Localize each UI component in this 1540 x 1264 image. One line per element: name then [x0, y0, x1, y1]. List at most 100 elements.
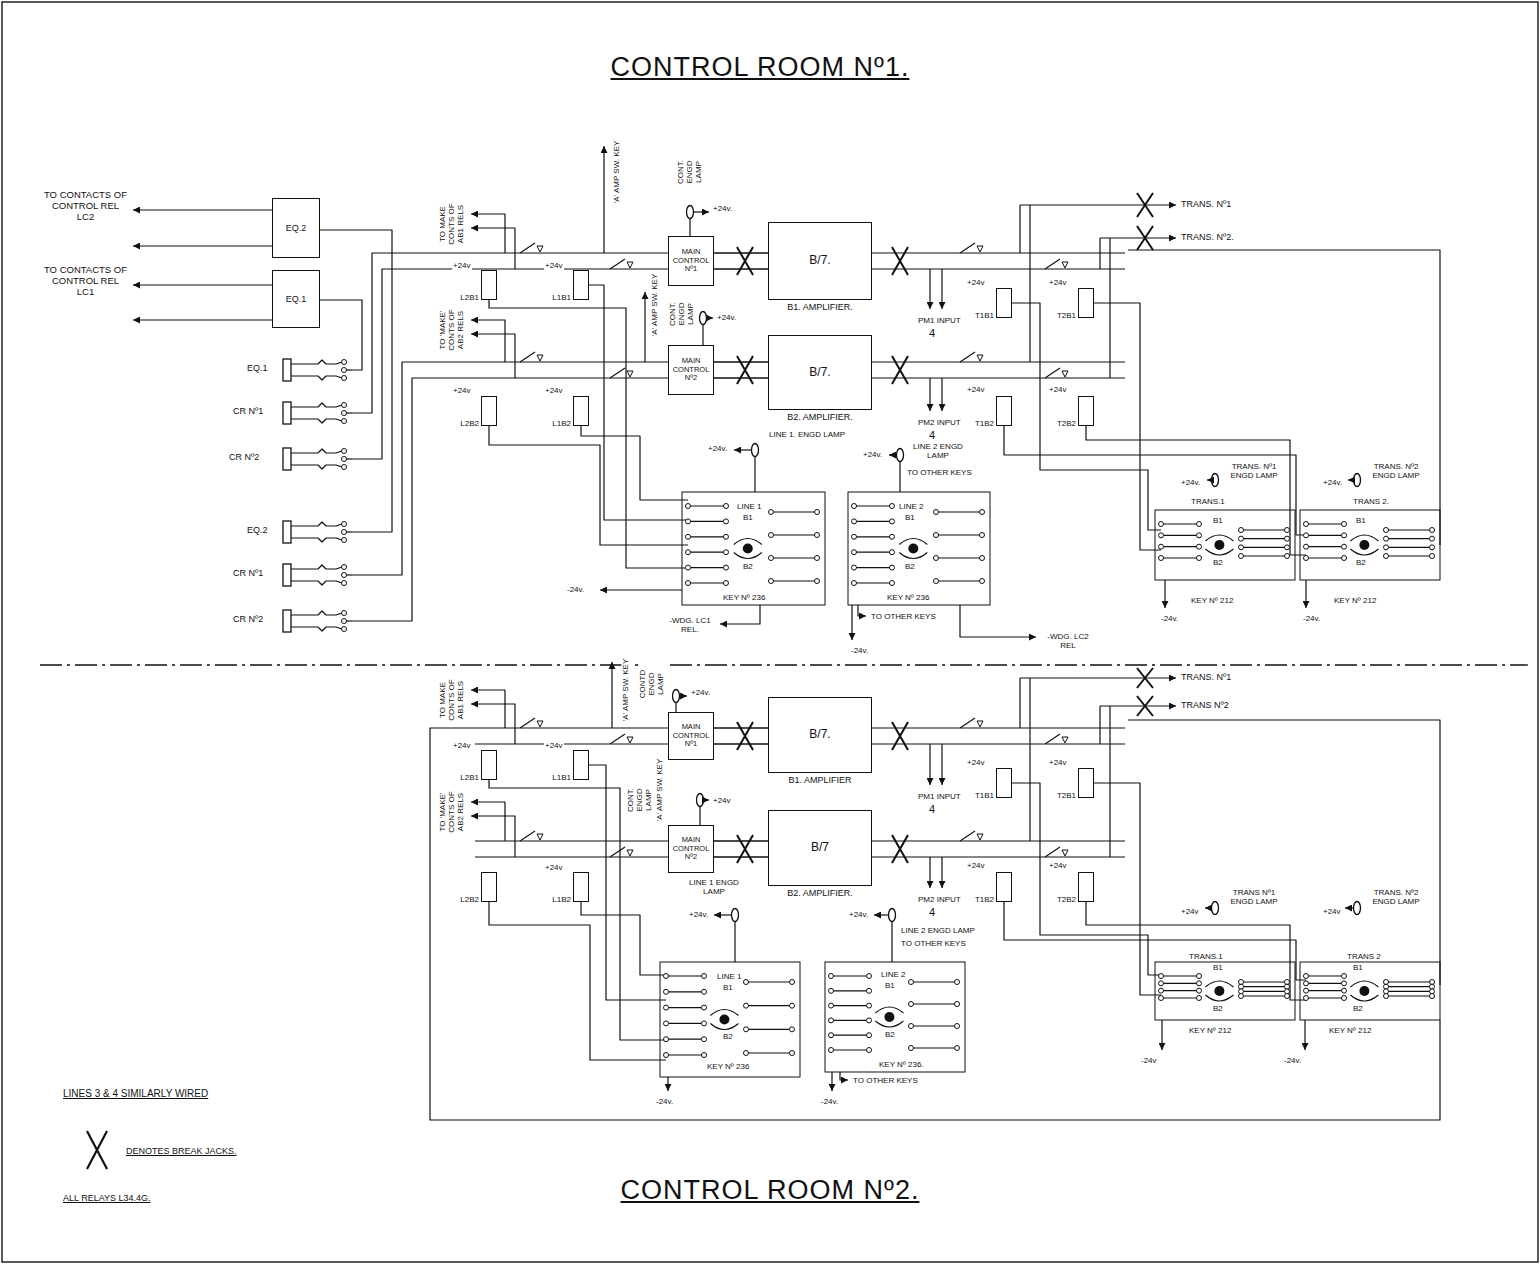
key-contact: [890, 534, 895, 539]
key-contact: [1197, 544, 1202, 549]
key-spring: [854, 521, 892, 522]
key-contact: [815, 533, 820, 538]
wire-label: LINE 1: [736, 502, 762, 511]
key-spring: [746, 1052, 792, 1053]
relay-coil: L2B2: [481, 872, 497, 902]
wire: [872, 856, 1125, 857]
wire: [352, 253, 475, 413]
wire: [352, 362, 475, 575]
jack-spring: [291, 403, 342, 407]
key-contact: [1304, 556, 1309, 561]
wire-label: 'A' AMP SW. KEY: [621, 658, 630, 722]
wire-label: LINE 2 ENGD LAMP: [912, 442, 964, 460]
key-contact: [664, 1037, 669, 1042]
key-contact: [890, 504, 895, 509]
jack-sleeve: [283, 359, 291, 381]
wire-label: TRANS 2.: [1352, 497, 1390, 506]
key-spring: [771, 511, 817, 512]
control-box: MAIN CONTROL Nº1: [668, 712, 714, 760]
key-spring: [911, 981, 957, 982]
key-spring: [1161, 990, 1199, 991]
wire: [1029, 678, 1030, 841]
break-jack-symbol: [87, 1131, 107, 1169]
key-contact: [1342, 988, 1347, 993]
control-box: MAIN CONTROL Nº2: [668, 345, 714, 395]
lamp-feed: [1348, 479, 1353, 480]
key-contact: [1285, 994, 1290, 999]
key-contact: [702, 1005, 707, 1010]
wire-label: +24v.: [707, 444, 728, 453]
relay-contact: [960, 831, 975, 841]
key-spring: [1306, 523, 1344, 524]
wire-label: TO MAKE CONTS OF AB1 RELS: [438, 674, 466, 726]
wire: [1100, 705, 1176, 706]
relay-contact: [520, 352, 535, 362]
relay-contact: [537, 355, 543, 361]
key-cam: [899, 539, 927, 545]
key-cam: [1350, 549, 1378, 555]
section-divider: [40, 664, 1528, 665]
key-contact: [1159, 981, 1164, 986]
relay-name: L1B1: [551, 773, 572, 782]
wire-label: KEY Nº 236: [706, 1062, 750, 1071]
lamp-feed: [1205, 907, 1211, 908]
amplifier-box: B/7.B2. AMPLIFIER.: [768, 335, 872, 410]
break-jack: [892, 356, 908, 384]
key-contact: [890, 519, 895, 524]
key-outline: [1155, 510, 1295, 580]
key-contact: [686, 581, 691, 586]
key-contact: [724, 504, 729, 509]
lamp-symbol: [697, 794, 704, 807]
wire: [471, 228, 515, 269]
break-jack: [1137, 193, 1153, 217]
key-contact: [702, 1053, 707, 1058]
lamp-symbol: [1212, 902, 1219, 915]
wire-label: LINE 2: [898, 502, 924, 511]
wire: [471, 816, 515, 857]
key-contact: [1285, 536, 1290, 541]
wire-label: 'A' AMP SW. KEY: [612, 140, 621, 204]
key-spring: [831, 990, 869, 991]
key-contact: [1285, 554, 1290, 559]
key-contact: [1342, 533, 1347, 538]
jack-sleeve: [283, 448, 291, 470]
wire: [471, 320, 505, 362]
key-spring: [688, 567, 726, 568]
wire: [471, 334, 515, 378]
key-contact: [686, 550, 691, 555]
lamp-symbol: [700, 312, 707, 325]
wire-label: -24v.: [1160, 614, 1179, 623]
key-cam: [1350, 995, 1378, 1001]
relay-name: T1B1: [974, 791, 995, 800]
key-contact: [744, 980, 749, 985]
wire-label: TRANS. Nº2 ENGD LAMP: [1364, 888, 1428, 906]
amplifier-box: B/7.B1. AMPLIFIER.: [768, 222, 872, 300]
wire: [858, 605, 866, 616]
wire: [1012, 303, 1161, 530]
relay-coil: L2B1: [481, 750, 497, 780]
relay-coil: T2B1: [1078, 288, 1094, 318]
control-box: EQ.2: [272, 198, 320, 258]
key-contact: [815, 556, 820, 561]
key-cam: [875, 1021, 903, 1027]
wire: [899, 462, 900, 492]
jack-contact: [342, 403, 347, 408]
key-spring: [936, 580, 982, 581]
wire-label: TRANS. Nº2.: [1180, 232, 1235, 242]
key-contact: [934, 556, 939, 561]
wire-label: TRANS. Nº1: [1180, 199, 1232, 209]
key-cam: [1205, 995, 1233, 1001]
key-contact: [1430, 994, 1435, 999]
relay-contact: [627, 737, 633, 743]
wire-label: +24v: [544, 863, 564, 872]
wire: [1128, 250, 1440, 545]
key-contact: [980, 533, 985, 538]
key-handle: [1214, 540, 1224, 550]
key-spring: [1241, 555, 1287, 556]
key-contact: [1197, 974, 1202, 979]
key-contact: [724, 519, 729, 524]
relay-contact: [960, 243, 975, 253]
key-spring: [1386, 529, 1432, 530]
key-cam: [899, 553, 927, 559]
